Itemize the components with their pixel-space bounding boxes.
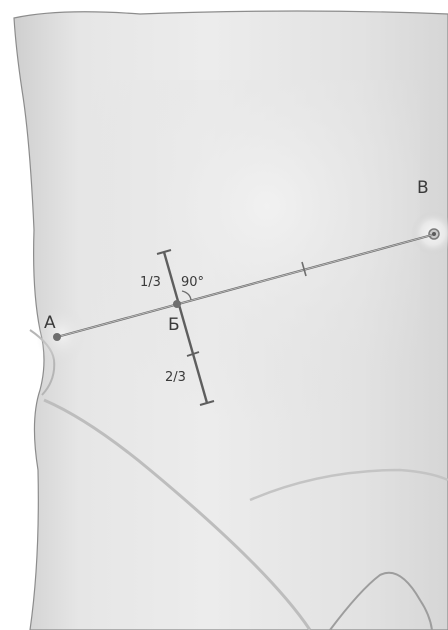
point-b-marker	[173, 300, 181, 308]
label-right-angle: 90°	[181, 275, 204, 290]
point-a-marker	[53, 333, 61, 341]
label-point-c: В	[417, 178, 429, 198]
label-point-b: Б	[168, 315, 180, 335]
label-upper-part: 1/3	[140, 275, 161, 290]
label-point-a: А	[44, 313, 56, 333]
label-lower-part: 2/3	[165, 370, 186, 385]
